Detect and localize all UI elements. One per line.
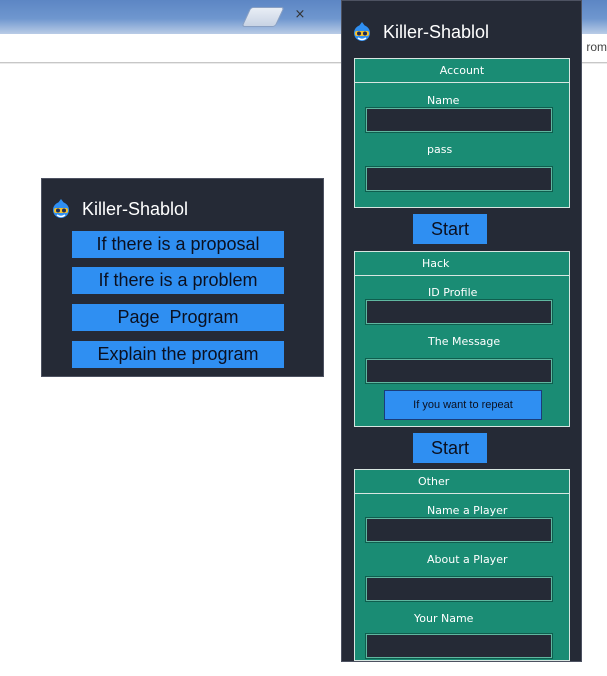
your-name-label: Your Name xyxy=(414,612,474,625)
hack-panel: Killer-Shablol Account Name pass Start H… xyxy=(341,0,582,662)
mascot-logo-icon xyxy=(53,199,69,218)
panel-title: Killer-Shablol xyxy=(383,21,490,42)
message-label: The Message xyxy=(428,335,501,348)
panel-header: Killer-Shablol xyxy=(351,21,489,43)
page-program-button[interactable]: Page Program xyxy=(72,304,284,331)
other-section: Other Name a Player About a Player Your … xyxy=(354,469,570,661)
new-tab-button[interactable] xyxy=(241,7,285,27)
id-profile-field[interactable] xyxy=(365,299,553,325)
id-profile-label: ID Profile xyxy=(428,286,478,299)
name-label: Name xyxy=(427,94,460,107)
popup-title: Killer-Shablol xyxy=(82,198,189,219)
your-name-field[interactable] xyxy=(365,633,553,659)
popup-header: Killer-Shablol xyxy=(50,198,188,220)
message-field[interactable] xyxy=(365,358,553,384)
player-name-label: Name a Player xyxy=(427,504,508,517)
hack-section-header: Hack xyxy=(355,252,569,276)
name-field[interactable] xyxy=(365,107,553,133)
start-button-account[interactable]: Start xyxy=(413,214,487,244)
player-name-field[interactable] xyxy=(365,517,553,543)
about-player-field[interactable] xyxy=(365,576,553,602)
menu-popup: Killer-Shablol If there is a proposal If… xyxy=(41,178,324,377)
close-icon[interactable]: × xyxy=(294,7,306,22)
proposal-button[interactable]: If there is a proposal xyxy=(72,231,284,258)
account-section-header: Account xyxy=(355,59,569,83)
about-player-label: About a Player xyxy=(427,553,508,566)
explain-program-button[interactable]: Explain the program xyxy=(72,341,284,368)
pass-field[interactable] xyxy=(365,166,553,192)
other-section-header: Other xyxy=(355,470,569,494)
start-button-hack[interactable]: Start xyxy=(413,433,487,463)
problem-button[interactable]: If there is a problem xyxy=(72,267,284,294)
hack-section: Hack ID Profile The Message If you want … xyxy=(354,251,570,427)
address-bar-text: rom xyxy=(586,40,607,54)
pass-label: pass xyxy=(427,143,453,156)
mascot-logo-icon xyxy=(354,22,370,41)
account-section: Account Name pass xyxy=(354,58,570,208)
repeat-button[interactable]: If you want to repeat xyxy=(384,390,542,420)
